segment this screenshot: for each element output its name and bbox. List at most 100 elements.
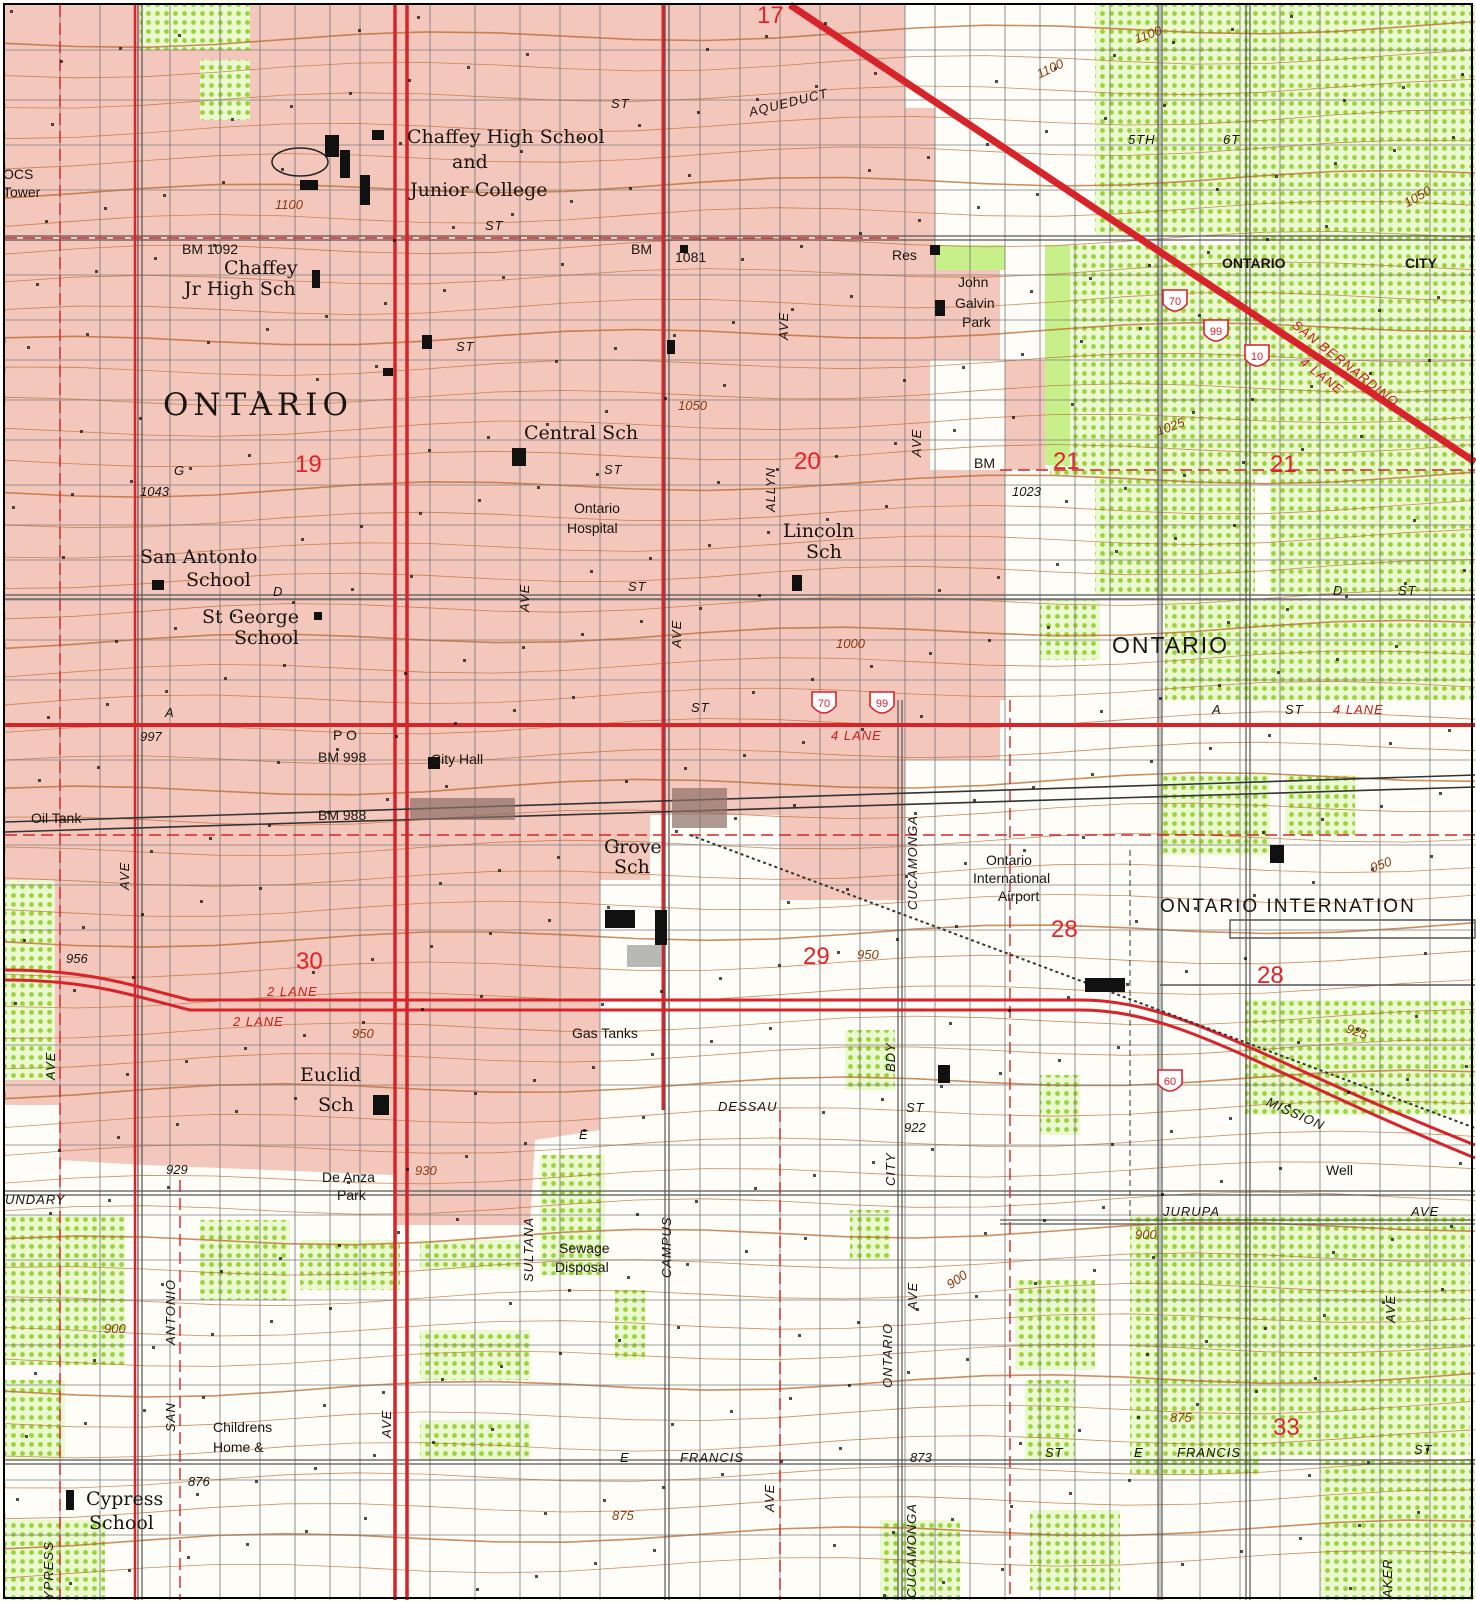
house	[165, 690, 168, 693]
house	[618, 1339, 621, 1342]
house	[1430, 855, 1433, 858]
house	[872, 1161, 875, 1164]
orchard-block	[1015, 1280, 1095, 1370]
building	[667, 340, 675, 354]
house	[1415, 1015, 1418, 1018]
house	[1126, 983, 1129, 986]
section-number: 28	[1051, 916, 1078, 943]
house	[12, 506, 15, 509]
house	[811, 678, 814, 681]
house	[1124, 487, 1127, 490]
house	[213, 244, 216, 247]
house	[804, 1237, 807, 1240]
contour-line	[4, 1458, 1476, 1489]
shield-outline	[1157, 1069, 1183, 1092]
house	[491, 1428, 494, 1431]
street-cucamonga-south: CUCAMONGA	[904, 1503, 919, 1598]
house	[1117, 1046, 1120, 1049]
house	[211, 1333, 214, 1336]
sewage-disposal-label-1: Sewage	[559, 1240, 610, 1256]
house	[660, 990, 663, 993]
contour-line	[4, 139, 1476, 170]
house	[349, 92, 352, 95]
house	[45, 220, 48, 223]
street-ave-allyn: AVE	[776, 311, 791, 340]
childrens-home-label-2: Home &	[213, 1439, 264, 1455]
orchard-block	[1260, 1215, 1470, 1455]
house	[84, 1422, 87, 1425]
house	[128, 1569, 131, 1572]
house	[951, 1518, 954, 1521]
house	[813, 1174, 816, 1177]
contour-line	[4, 1283, 1476, 1307]
street-francis: FRANCIS	[680, 1450, 745, 1465]
map-border	[3, 3, 1473, 1599]
contour-950-a: 950	[352, 1026, 374, 1041]
street-st-francis: ST	[1045, 1445, 1064, 1460]
highway-shield: 70	[1162, 289, 1188, 312]
post-office-label: P O	[333, 727, 357, 743]
house	[126, 1073, 129, 1076]
house	[1288, 1104, 1291, 1107]
house	[572, 696, 575, 699]
house	[329, 1307, 332, 1310]
house	[292, 601, 295, 604]
house	[316, 378, 319, 381]
house	[1242, 461, 1245, 464]
house	[629, 187, 632, 190]
benchmark-bm-central: BM	[631, 241, 652, 257]
house	[259, 887, 262, 890]
house	[141, 913, 144, 916]
contour-950-b: 950	[857, 947, 879, 962]
rail-yard	[410, 798, 515, 820]
house	[476, 1588, 479, 1591]
house	[881, 1098, 884, 1101]
building	[360, 175, 370, 205]
house	[579, 137, 582, 140]
house	[242, 551, 245, 554]
house	[1299, 1537, 1302, 1540]
house	[34, 1372, 37, 1375]
house	[220, 1270, 223, 1273]
house	[940, 1085, 943, 1088]
house	[616, 843, 619, 846]
orchard-block	[1025, 1380, 1075, 1460]
street-a-east: A	[1212, 702, 1222, 717]
well-label: Well	[1326, 1162, 1353, 1178]
house	[1056, 563, 1059, 566]
house	[1220, 1180, 1223, 1183]
house	[962, 366, 965, 369]
house	[769, 1027, 772, 1030]
house	[594, 1562, 597, 1565]
shield-outline	[811, 691, 837, 714]
house	[927, 156, 930, 159]
san-antonio-school-label-1: San Antonio	[140, 546, 258, 568]
contour-line	[4, 619, 1476, 650]
building	[312, 270, 320, 288]
street-e-francis: E	[620, 1450, 630, 1465]
house	[139, 417, 142, 420]
house	[896, 938, 899, 941]
street-ave-west: AVE	[117, 861, 132, 890]
street-ontario-ave: ONTARIO	[880, 1322, 895, 1388]
house	[894, 442, 897, 445]
house	[1323, 1314, 1326, 1317]
contour-line	[4, 444, 1476, 468]
house	[364, 1517, 367, 1520]
house	[846, 888, 849, 891]
four-lane-label: 4 LANE	[831, 728, 882, 743]
building	[680, 245, 688, 253]
house	[16, 1498, 19, 1501]
street-st-a: ST	[691, 700, 710, 715]
house	[167, 1186, 170, 1189]
house	[1010, 1505, 1013, 1508]
house	[406, 1168, 409, 1171]
house	[1439, 792, 1442, 795]
house	[651, 1053, 654, 1056]
street-ave-south-euclid: AVE	[379, 1409, 394, 1438]
house	[734, 817, 737, 820]
house	[224, 677, 227, 680]
house	[305, 1530, 308, 1533]
chaffey-jr-high-label: Jr High Sch	[184, 278, 296, 300]
tower-label-2: Tower	[3, 184, 41, 200]
